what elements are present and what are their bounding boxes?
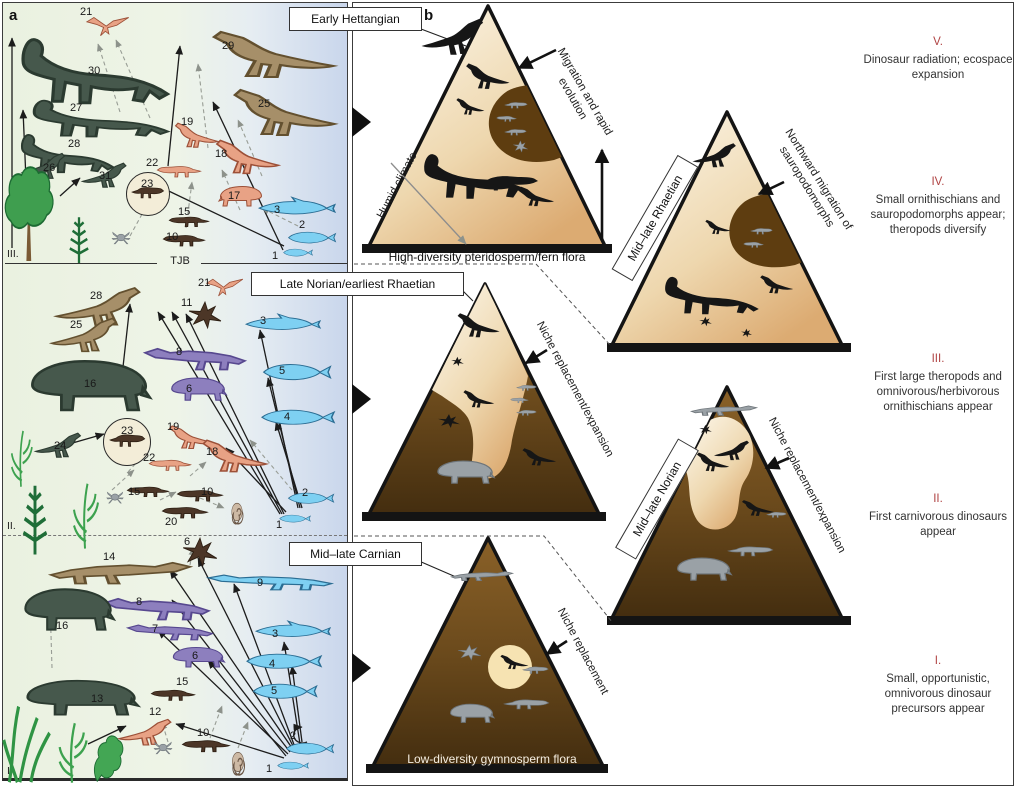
annotation-V-numeral: V. <box>933 36 943 48</box>
section-early-hettangian <box>3 3 347 263</box>
stage-box-mid-late-carnian: Mid–late Carnian <box>289 542 422 566</box>
annotation-II-text: First carnivorous dinosaurs appear <box>868 511 1008 539</box>
annotation-I-numeral: I. <box>934 655 942 667</box>
panel-a: a TJB III. II. I. <box>2 2 348 781</box>
annotation-IV: IV. Small ornithischians and sauropodomo… <box>856 176 1020 239</box>
stage-box-early-hettangian: Early Hettangian <box>289 7 422 31</box>
tjb-line-left <box>5 263 157 264</box>
annotation-IV-text: Small ornithischians and sauropodomorphs… <box>870 194 1006 237</box>
tjb-line-right <box>201 263 347 264</box>
annotation-V-text: Dinosaur radiation; ecospace expansion <box>863 54 1013 82</box>
high-diversity-flora-label: High-diversity pteridosperm/fern flora <box>388 250 586 264</box>
annotation-III-numeral: III. <box>931 353 945 365</box>
annotation-V: V. Dinosaur radiation; ecospace expansio… <box>856 36 1020 83</box>
panel-link-arrow-bottom <box>352 653 371 683</box>
annotation-II: II. First carnivorous dinosaurs appear <box>856 493 1020 540</box>
annotation-III: III. First large theropods and omnivorou… <box>856 353 1020 416</box>
panel-link-arrow-top <box>352 107 371 137</box>
panel-a-label: a <box>9 7 18 24</box>
low-diversity-flora-label: Low-diversity gymnosperm flora <box>407 752 577 766</box>
section-late-norian <box>3 263 347 535</box>
section-mid-late-carnian <box>3 535 347 778</box>
pyramid-early-hettangian <box>362 4 612 253</box>
roman-numeral-III: III. <box>7 248 19 260</box>
roman-numeral-II: II. <box>7 520 16 532</box>
tjb-label: TJB <box>170 255 190 267</box>
annotation-III-text: First large theropods and omnivorous/her… <box>874 371 1002 414</box>
pyramid-late-norian <box>362 282 606 521</box>
annotation-I: I. Small, opportunistic, omnivorous dino… <box>856 655 1020 718</box>
pyramid-mid-late-carnian <box>366 536 608 773</box>
roman-numeral-I: I. <box>7 765 13 777</box>
panel-b-label: b <box>424 7 434 24</box>
annotation-I-text: Small, opportunistic, omnivorous dinosau… <box>884 673 992 716</box>
annotation-II-numeral: II. <box>933 493 943 505</box>
stage-box-late-norian-earliest-rhaetian: Late Norian/earliest Rhaetian <box>251 272 464 296</box>
annotation-IV-numeral: IV. <box>931 176 945 188</box>
panel-link-arrow-middle <box>352 384 371 414</box>
